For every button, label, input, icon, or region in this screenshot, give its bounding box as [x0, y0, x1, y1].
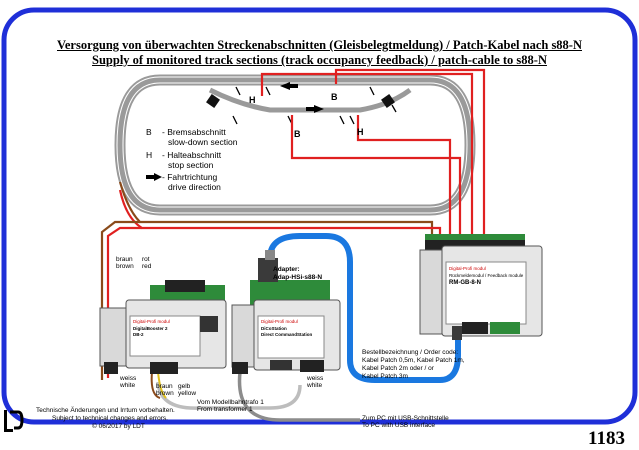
booster-yellow-wire — [157, 371, 167, 399]
usb-cable — [237, 371, 360, 422]
legend-h-key: H — [146, 150, 153, 160]
booster-brown-wire — [150, 371, 161, 399]
track-layout — [114, 74, 476, 216]
usb-label-en: To PC with USB interface — [362, 422, 435, 429]
footer-line-3: © 06/2017 by LDT — [92, 423, 145, 430]
order-line-2: Kabel Patch 0,5m, Kabel Patch 1m, — [362, 357, 465, 364]
booster-name-1: DigitalBooster 2 — [133, 326, 168, 331]
wire-label-yellow: yellow — [178, 390, 197, 397]
wire-label-weiss-1: weiss — [120, 375, 137, 382]
feedback-name: RM-GB-8-N — [449, 280, 481, 286]
booster-module — [99, 280, 227, 374]
doc-number: 1183 — [588, 428, 625, 449]
command-station-module — [231, 250, 341, 374]
marker-h-left: H — [249, 95, 256, 105]
adapter-label-1: Adapter: — [273, 266, 300, 273]
title-german: Versorgung von überwachten Streckenabsch… — [57, 38, 582, 52]
transformer-label-en: From transformer 1 — [197, 406, 253, 413]
outer-frame — [1, 7, 638, 425]
usb-label-de: Zum PC mit USB-Schnittstelle — [362, 415, 449, 422]
marker-b-inner: B — [294, 129, 301, 139]
legend-h-de: - Halteabschnitt — [162, 150, 222, 160]
booster-name-2: DB-2 — [133, 332, 144, 337]
wire-label-weiss-2: weiss — [307, 375, 324, 382]
transformer-cable — [156, 381, 302, 410]
booster-brand: Digital-Profi modul — [133, 319, 170, 324]
outer-track-rail — [117, 77, 473, 213]
wire-label-red: red — [142, 263, 152, 270]
order-line-3: Kabel Patch 2m oder / or — [362, 365, 434, 372]
direction-arrow-top — [280, 82, 298, 90]
wire-label-brown: brown — [116, 263, 134, 270]
footer-line-2: Subject to technical changes and errors. — [52, 415, 168, 422]
feedback-brand: Digital-Profi modul — [449, 266, 486, 271]
feedback-module — [419, 234, 543, 340]
wire-label-rot: rot — [142, 256, 150, 263]
station-name-2: Direct CommandStation — [261, 332, 313, 337]
wire-label-gelb: gelb — [178, 383, 191, 390]
order-line-1: Bestellbezeichnung / Order code: — [362, 349, 459, 356]
title-english: Supply of monitored track sections (trac… — [92, 53, 547, 67]
supply-wires — [100, 220, 142, 380]
legend-h-en: stop section — [168, 160, 214, 170]
switch-motor-left — [206, 94, 220, 108]
station-name-1: DiCoStation — [261, 326, 287, 331]
station-brand: Digital-Profi modul — [261, 319, 298, 324]
wire-label-brown-2: brown — [156, 390, 174, 397]
wire-label-braun-2: braun — [156, 383, 173, 390]
direction-arrow-inner — [306, 105, 324, 113]
wire-label-white-2: white — [307, 382, 323, 389]
legend-dir-en: drive direction — [168, 182, 221, 192]
adapter-label-2: Adap-HSi-s88-N — [273, 274, 323, 281]
ldt-logo-bottom — [4, 410, 24, 432]
legend-b-en: slow-down section — [168, 137, 238, 147]
feedback-sub: Rückmeldemodul / Feedback module — [449, 273, 524, 278]
patch-cable — [267, 233, 461, 383]
legend-b-key: B — [146, 127, 152, 137]
footer-line-1: Technische Änderungen und Irrtum vorbeha… — [36, 407, 175, 414]
legend-dir-de: - Fahrtrichtung — [162, 172, 218, 182]
legend-b-de: - Bremsabschnitt — [162, 127, 226, 137]
order-line-4: Kabel Patch 3m — [362, 373, 408, 380]
transformer-label-de: Vom Modellbahntrafo 1 — [197, 399, 264, 406]
marker-h-inner: H — [357, 127, 364, 137]
wire-label-braun: braun — [116, 256, 133, 263]
wire-label-white-1: white — [120, 382, 136, 389]
marker-b-top: B — [331, 92, 338, 102]
switch-motor-right — [381, 94, 395, 108]
legend-arrow-icon — [146, 173, 162, 181]
